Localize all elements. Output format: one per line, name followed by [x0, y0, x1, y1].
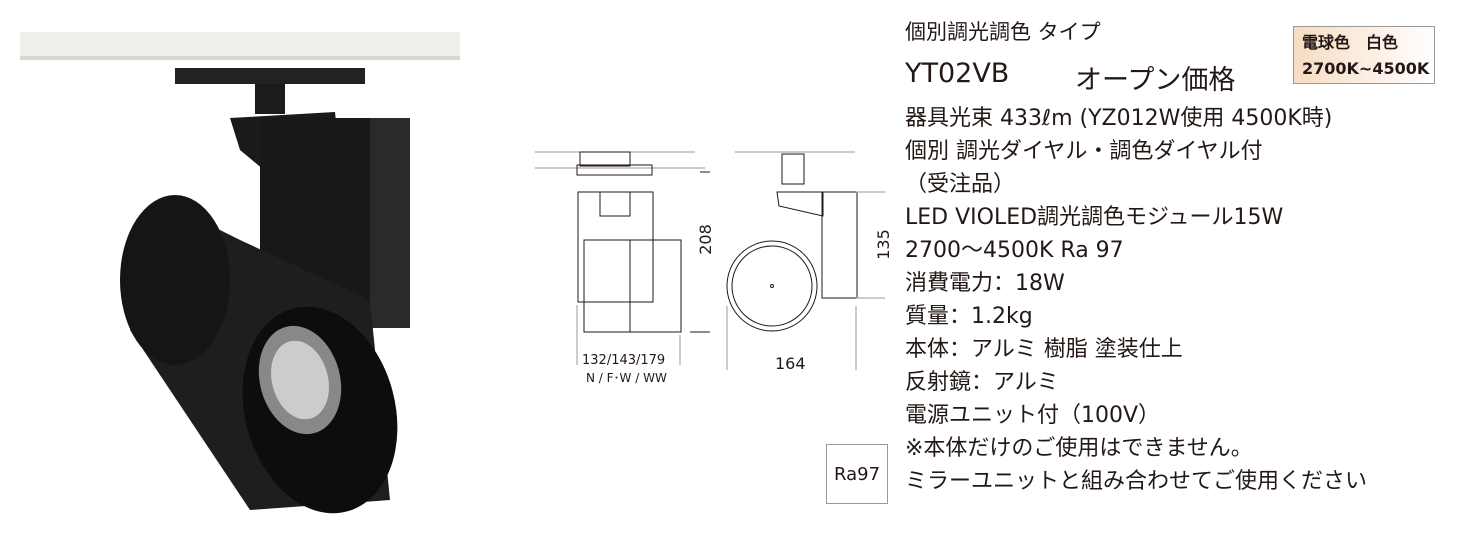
ra-badge: Ra97 — [826, 444, 888, 504]
specs-list: 器具光束 433ℓm (YZ012W使用 4500K時) 個別 調光ダイヤル・調… — [905, 102, 1367, 498]
spec-line: LED VIOLED調光調色モジュール15W — [905, 205, 1284, 230]
type-label: 個別調光調色 タイプ — [905, 20, 1101, 44]
product-photo — [20, 32, 460, 514]
spec-line: 電源ユニット付（100V） — [905, 403, 1161, 428]
track-rail — [20, 32, 460, 60]
side-height-dim: 135 — [873, 229, 893, 260]
color-temp-badge: 電球色 白色 2700K~4500K — [1293, 26, 1435, 84]
spec-line: 本体：アルミ 樹脂 塗装仕上 — [905, 337, 1183, 362]
badge-line1: 電球色 白色 — [1302, 33, 1399, 52]
model-number: YT02VB — [905, 58, 1010, 89]
spec-line: 2700～4500K Ra 97 — [905, 238, 1124, 263]
track-adapter — [175, 68, 365, 84]
spec-line: 器具光束 433ℓm (YZ012W使用 4500K時) — [905, 106, 1333, 131]
spec-line: 質量：1.2kg — [905, 304, 1033, 329]
spec-line: 消費電力：18W — [905, 271, 1065, 296]
spec-line: 反射鏡：アルミ — [905, 370, 1059, 395]
dimension-drawing — [535, 151, 885, 370]
side-width-dim: 164 — [775, 354, 806, 373]
front-width-variants: N / F･W / WW — [586, 371, 667, 385]
front-width-dim: 132/143/179 — [582, 353, 666, 368]
badge-line2: 2700K~4500K — [1302, 59, 1430, 78]
spec-line: ※本体だけのご使用はできません。 — [905, 436, 1253, 461]
spec-line: （受注品） — [905, 172, 1016, 197]
front-height-dim: 208 — [695, 224, 715, 255]
price: オープン価格 — [1075, 65, 1236, 96]
spec-line: 個別 調光ダイヤル・調色ダイヤル付 — [905, 139, 1263, 164]
spec-line: ミラーユニットと組み合わせてご使用ください — [905, 469, 1368, 494]
